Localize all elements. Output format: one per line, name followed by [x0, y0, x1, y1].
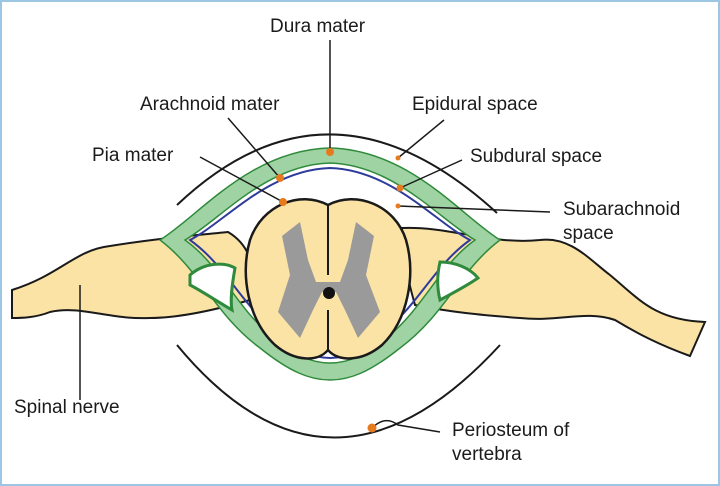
label-spinal-nerve: Spinal nerve: [14, 397, 120, 418]
label-subarachnoid-space-line1: Subarachnoid: [563, 199, 681, 220]
label-epidural-space: Epidural space: [412, 94, 538, 115]
periosteum-upper-arc: [176, 133, 498, 214]
periosteum-lower-arc: [176, 344, 501, 439]
marker-subdural-space: [396, 184, 404, 192]
leader-subarachnoid-space: [397, 205, 551, 213]
central-canal: [323, 287, 335, 299]
grey-matter: [278, 222, 380, 338]
leader-arachnoid-mater: [227, 117, 281, 179]
leader-epidural-space: [397, 119, 445, 159]
marker-arachnoid-mater: [276, 174, 284, 182]
label-pia-mater: Pia mater: [92, 145, 174, 166]
ganglion-right: [436, 260, 481, 303]
label-arachnoid-mater: Arachnoid mater: [140, 94, 280, 115]
marker-dura-mater: [326, 148, 334, 156]
marker-pia-mater: [279, 198, 287, 206]
ganglion-left: [188, 262, 237, 313]
leader-pia-mater: [199, 156, 284, 203]
marker-subarachnoid-space: [395, 203, 401, 209]
label-subdural-space: Subdural space: [470, 146, 603, 167]
marker-periosteum: [367, 423, 377, 433]
label-subarachnoid-space-line2: space: [563, 223, 614, 244]
label-dura-mater: Dura mater: [270, 16, 366, 37]
leader-subdural-space: [399, 159, 463, 189]
label-periosteum-line2: vertebra: [452, 444, 522, 465]
label-periosteum-line1: Periosteum of: [452, 420, 570, 441]
marker-epidural-space: [395, 155, 401, 161]
